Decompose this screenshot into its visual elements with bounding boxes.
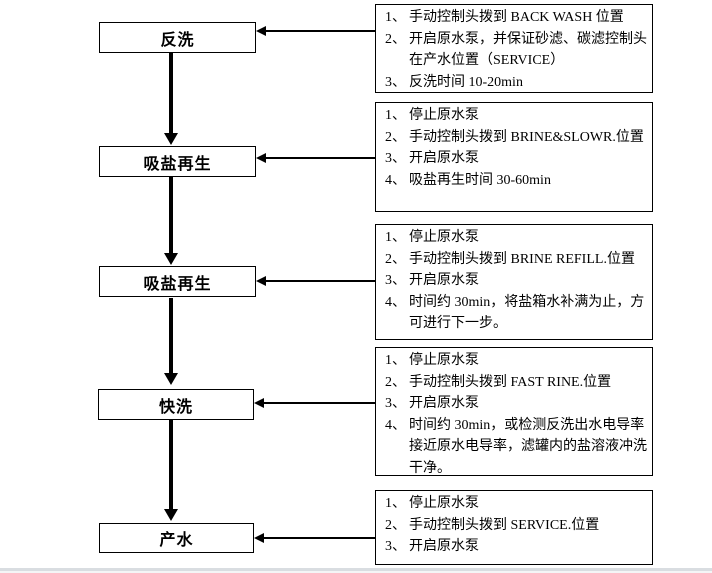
instruction-box-brine-regen-1: 1、 停止原水泵 2、 手动控制头拨到 BRINE&SLOWR.位置 3、 开启… (375, 102, 653, 212)
left-arrow-line-4 (262, 402, 375, 404)
item-text: 手动控制头拨到 BRINE REFILL.位置 (409, 251, 635, 267)
instruction-item: 3、 开启原水泵 (385, 148, 650, 170)
item-text: 停止原水泵 (409, 108, 479, 123)
left-arrow-line-5 (262, 537, 375, 539)
left-arrow-head-icon (256, 26, 266, 36)
item-text: 停止原水泵 (409, 230, 479, 245)
item-text: 手动控制头拨到 SERVICE.位置 (409, 517, 600, 533)
item-number: 3、 (385, 74, 406, 90)
left-arrow-line-2 (264, 157, 375, 159)
flow-step-box-fast-rinse: 快洗 (98, 389, 254, 420)
instruction-box-service: 1、 停止原水泵 2、 手动控制头拨到 SERVICE.位置 3、 开启原水泵 (375, 490, 653, 565)
item-text: 开启原水泵 (409, 539, 479, 554)
item-number: 2、 (385, 251, 406, 267)
instruction-item: 1、 停止原水泵 (385, 227, 650, 249)
down-arrow-head-icon (164, 509, 178, 521)
item-number: 1、 (385, 108, 406, 123)
down-arrow-line-1 (169, 53, 173, 134)
item-text: 开启原水泵 (409, 273, 479, 288)
instruction-item: 4、 时间约 30min，将盐箱水补满为止，方可进行下一步。 (385, 292, 650, 335)
down-arrow-line-2 (169, 177, 173, 254)
item-text: 手动控制头拨到 BRINE&SLOWR.位置 (409, 129, 644, 145)
item-number: 4、 (385, 417, 406, 433)
flow-step-box-backwash: 反洗 (99, 22, 256, 53)
left-arrow-line-3 (264, 280, 375, 282)
left-arrow-head-icon (254, 533, 264, 543)
instruction-item: 1、 停止原水泵 (385, 350, 650, 372)
instruction-item: 4、 时间约 30min，或检测反洗出水电导率接近原水电导率，滤罐内的盐溶液冲洗… (385, 415, 650, 476)
item-number: 1、 (385, 496, 406, 511)
left-arrow-head-icon (256, 276, 266, 286)
item-number: 2、 (385, 129, 406, 145)
item-number: 1、 (385, 353, 406, 368)
item-number: 2、 (385, 31, 406, 47)
flow-step-box-service: 产水 (99, 523, 254, 553)
left-arrow-head-icon (256, 153, 266, 163)
instruction-item: 2、 手动控制头拨到 FAST RINE.位置 (385, 372, 650, 394)
item-text: 停止原水泵 (409, 353, 479, 368)
item-text: 时间约 30min，将盐箱水补满为止，方可进行下一步。 (409, 294, 645, 332)
down-arrow-head-icon (164, 373, 178, 385)
instruction-item: 1、 停止原水泵 (385, 105, 650, 127)
item-text: 手动控制头拨到 FAST RINE.位置 (409, 374, 612, 390)
item-number: 2、 (385, 374, 406, 390)
instruction-item: 3、 开启原水泵 (385, 393, 650, 415)
item-number: 4、 (385, 294, 406, 310)
instruction-item: 2、 手动控制头拨到 BRINE REFILL.位置 (385, 249, 650, 271)
instruction-item: 3、 开启原水泵 (385, 270, 650, 292)
instruction-box-backwash: 1、 手动控制头拨到 BACK WASH 位置 2、 开启原水泵，并保证砂滤、碳… (375, 4, 653, 93)
instruction-item: 1、 停止原水泵 (385, 493, 650, 515)
down-arrow-line-3 (169, 298, 173, 374)
item-number: 3、 (385, 396, 406, 411)
item-number: 2、 (385, 517, 406, 533)
instruction-item: 3、 开启原水泵 (385, 536, 650, 558)
item-number: 3、 (385, 273, 406, 288)
instruction-item: 3、 反洗时间 10-20min (385, 72, 650, 93)
flow-step-label: 快洗 (158, 398, 193, 416)
page-bottom-margin (0, 571, 712, 573)
instruction-box-brine-regen-2: 1、 停止原水泵 2、 手动控制头拨到 BRINE REFILL.位置 3、 开… (375, 224, 653, 340)
item-text: 开启原水泵，并保证砂滤、碳滤控制头在产水位置（SERVICE） (409, 31, 647, 69)
flow-step-label: 反洗 (160, 31, 195, 49)
item-number: 1、 (385, 230, 406, 245)
item-text: 吸盐再生时间 30-60min (409, 172, 551, 188)
instruction-item: 2、 手动控制头拨到 BRINE&SLOWR.位置 (385, 127, 650, 149)
item-text: 开启原水泵 (409, 151, 479, 166)
flow-step-box-brine-regen-2: 吸盐再生 (99, 266, 256, 297)
item-text: 手动控制头拨到 BACK WASH 位置 (409, 10, 624, 25)
item-number: 3、 (385, 151, 406, 166)
down-arrow-head-icon (164, 253, 178, 265)
down-arrow-head-icon (164, 133, 178, 145)
flow-step-box-brine-regen-1: 吸盐再生 (99, 146, 256, 177)
flow-step-label: 产水 (159, 532, 194, 549)
left-arrow-head-icon (254, 398, 264, 408)
item-text: 停止原水泵 (409, 496, 479, 511)
item-number: 1、 (385, 10, 406, 25)
left-arrow-line-1 (264, 30, 375, 32)
page-bottom-divider (0, 568, 712, 571)
item-text: 反洗时间 10-20min (409, 74, 523, 90)
item-number: 4、 (385, 172, 406, 188)
flow-step-label: 吸盐再生 (143, 275, 212, 293)
down-arrow-line-4 (169, 420, 173, 510)
item-number: 3、 (385, 539, 406, 554)
item-text: 时间约 30min，或检测反洗出水电导率接近原水电导率，滤罐内的盐溶液冲洗干净。 (409, 417, 647, 476)
item-text: 开启原水泵 (409, 396, 479, 411)
flow-step-label: 吸盐再生 (143, 155, 212, 173)
instruction-item: 4、 吸盐再生时间 30-60min (385, 170, 650, 192)
instruction-item: 1、 手动控制头拨到 BACK WASH 位置 (385, 7, 650, 29)
instruction-box-fast-rinse: 1、 停止原水泵 2、 手动控制头拨到 FAST RINE.位置 3、 开启原水… (375, 347, 653, 476)
instruction-item: 2、 开启原水泵，并保证砂滤、碳滤控制头在产水位置（SERVICE） (385, 29, 650, 72)
instruction-item: 2、 手动控制头拨到 SERVICE.位置 (385, 515, 650, 537)
